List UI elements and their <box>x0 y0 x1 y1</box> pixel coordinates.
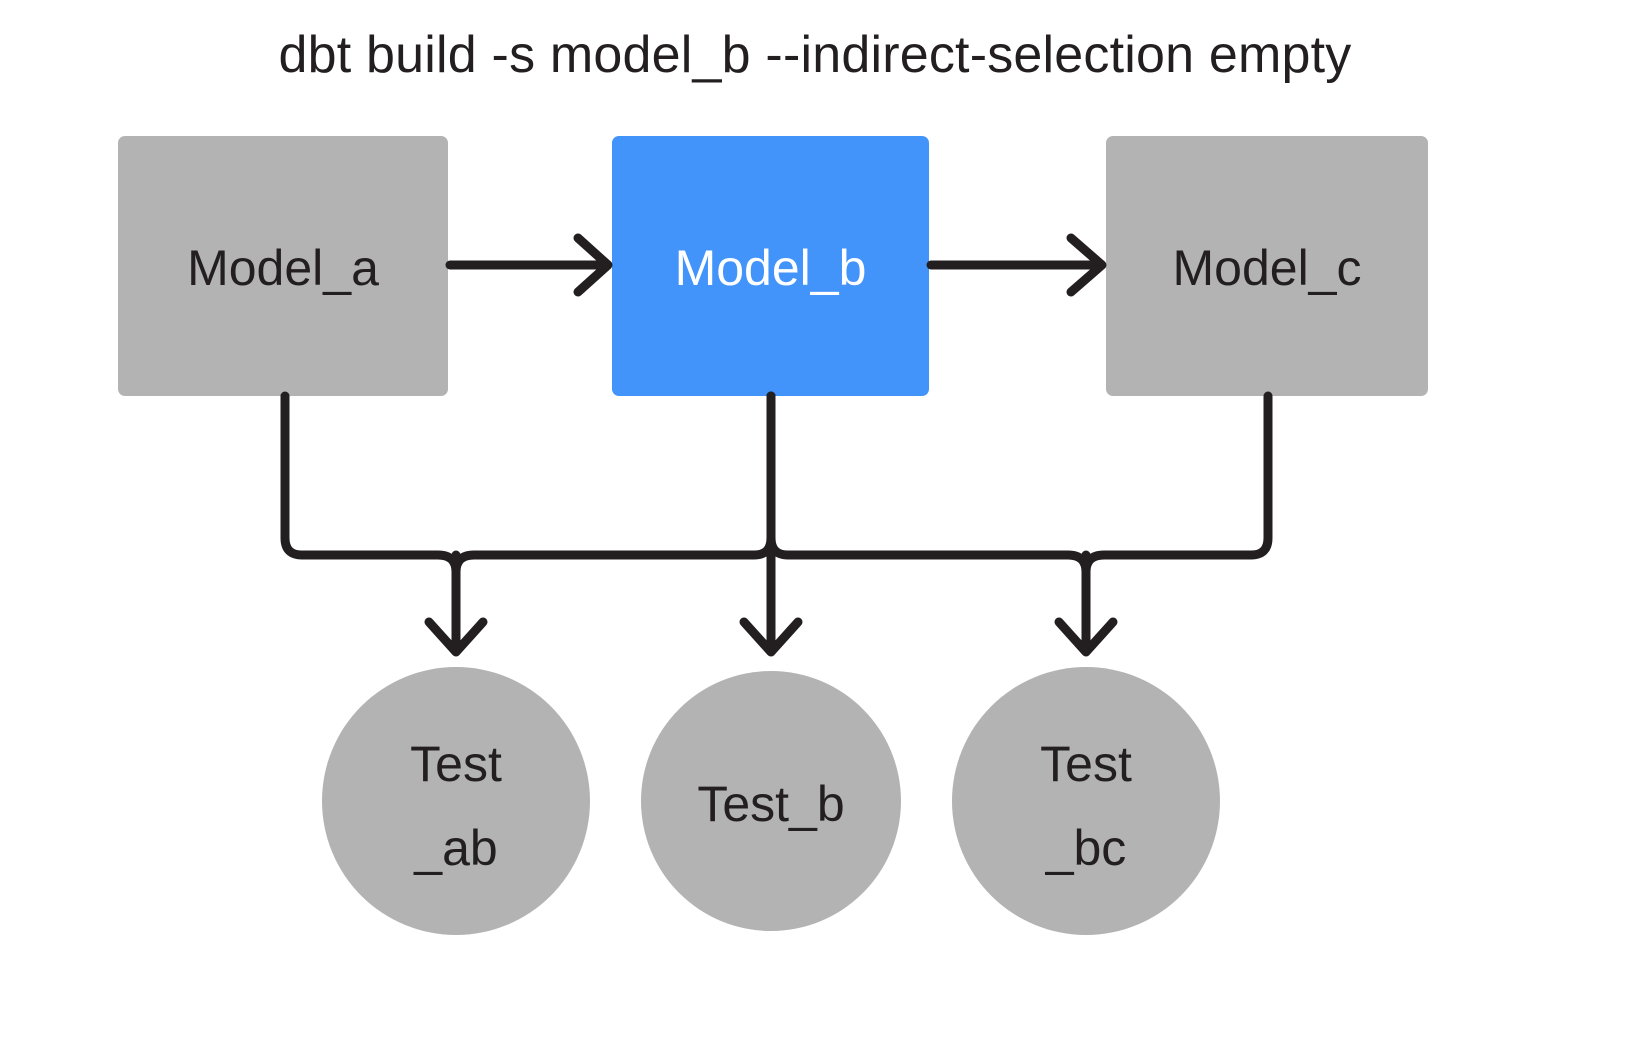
diagram-title: dbt build -s model_b --indirect-selectio… <box>278 26 1352 84</box>
node-model-b[interactable] <box>612 136 929 396</box>
node-model-a[interactable] <box>118 136 448 396</box>
edge-model-c-to-test-bc <box>1081 391 1273 577</box>
node-test-b[interactable] <box>641 671 901 931</box>
edge-model-b-to-test-bc <box>766 391 1091 577</box>
edge-arrow-into-test-bc <box>1054 550 1118 657</box>
node-test-bc[interactable] <box>952 667 1220 935</box>
edge-model-b-to-model-c <box>926 233 1107 297</box>
edge-arrow-into-test-ab <box>424 550 488 657</box>
edge-model-a-to-model-b <box>445 233 613 297</box>
edge-model-a-to-test-ab <box>280 391 461 577</box>
node-test-ab[interactable] <box>322 667 590 935</box>
edge-model-b-to-test-ab <box>451 391 776 577</box>
node-model-c[interactable] <box>1106 136 1428 396</box>
